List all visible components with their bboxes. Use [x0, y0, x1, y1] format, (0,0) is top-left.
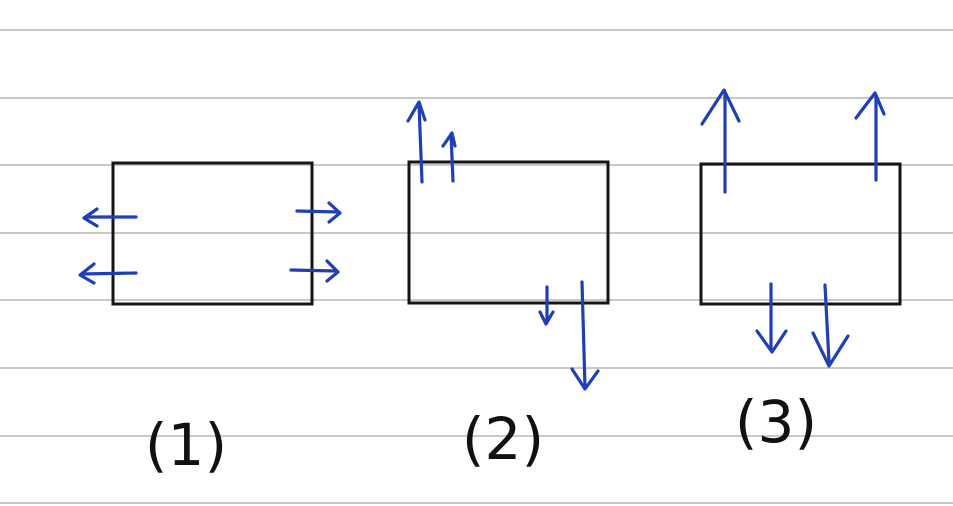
diagram-1-arrows [78, 201, 342, 285]
diagram-2-arrows [406, 100, 600, 391]
arrow-up-tall [417, 102, 424, 184]
arrow-down-tall [580, 280, 587, 389]
arrow-down-tall-head [570, 367, 600, 391]
diagram-2 [406, 100, 610, 391]
arrow-right-lower [289, 268, 338, 273]
arrow-up-right-head [854, 91, 886, 120]
arrow-right-upper [295, 209, 340, 214]
arrow-up-short-head [441, 131, 457, 148]
arrow-down-short-head [538, 310, 555, 326]
arrow-left-lower [80, 271, 138, 276]
diagram-1-box [111, 161, 314, 306]
diagram-2-box [407, 160, 610, 305]
diagram-1 [78, 161, 342, 306]
arrow-up-short [449, 132, 455, 183]
arrow-right-lower-head [325, 259, 340, 283]
arrow-down-left-head [755, 329, 788, 354]
arrow-right-upper-head [327, 201, 342, 224]
diagram-3-box [699, 162, 902, 306]
arrow-left-lower-head [78, 262, 96, 285]
diagram-3-arrows [700, 88, 886, 368]
arrow-down-right [823, 283, 831, 364]
diagram-1-label: (1) [144, 411, 228, 479]
ruled-lines [0, 29, 953, 504]
arrow-left-upper-head [82, 207, 99, 228]
arrow-down-right-head [811, 331, 850, 368]
diagram-3 [699, 88, 902, 368]
diagram-3-label: (3) [734, 388, 818, 456]
diagram-2-label: (2) [461, 405, 545, 473]
arrow-up-left-head [700, 88, 741, 126]
arrow-up-tall-head [406, 100, 427, 123]
